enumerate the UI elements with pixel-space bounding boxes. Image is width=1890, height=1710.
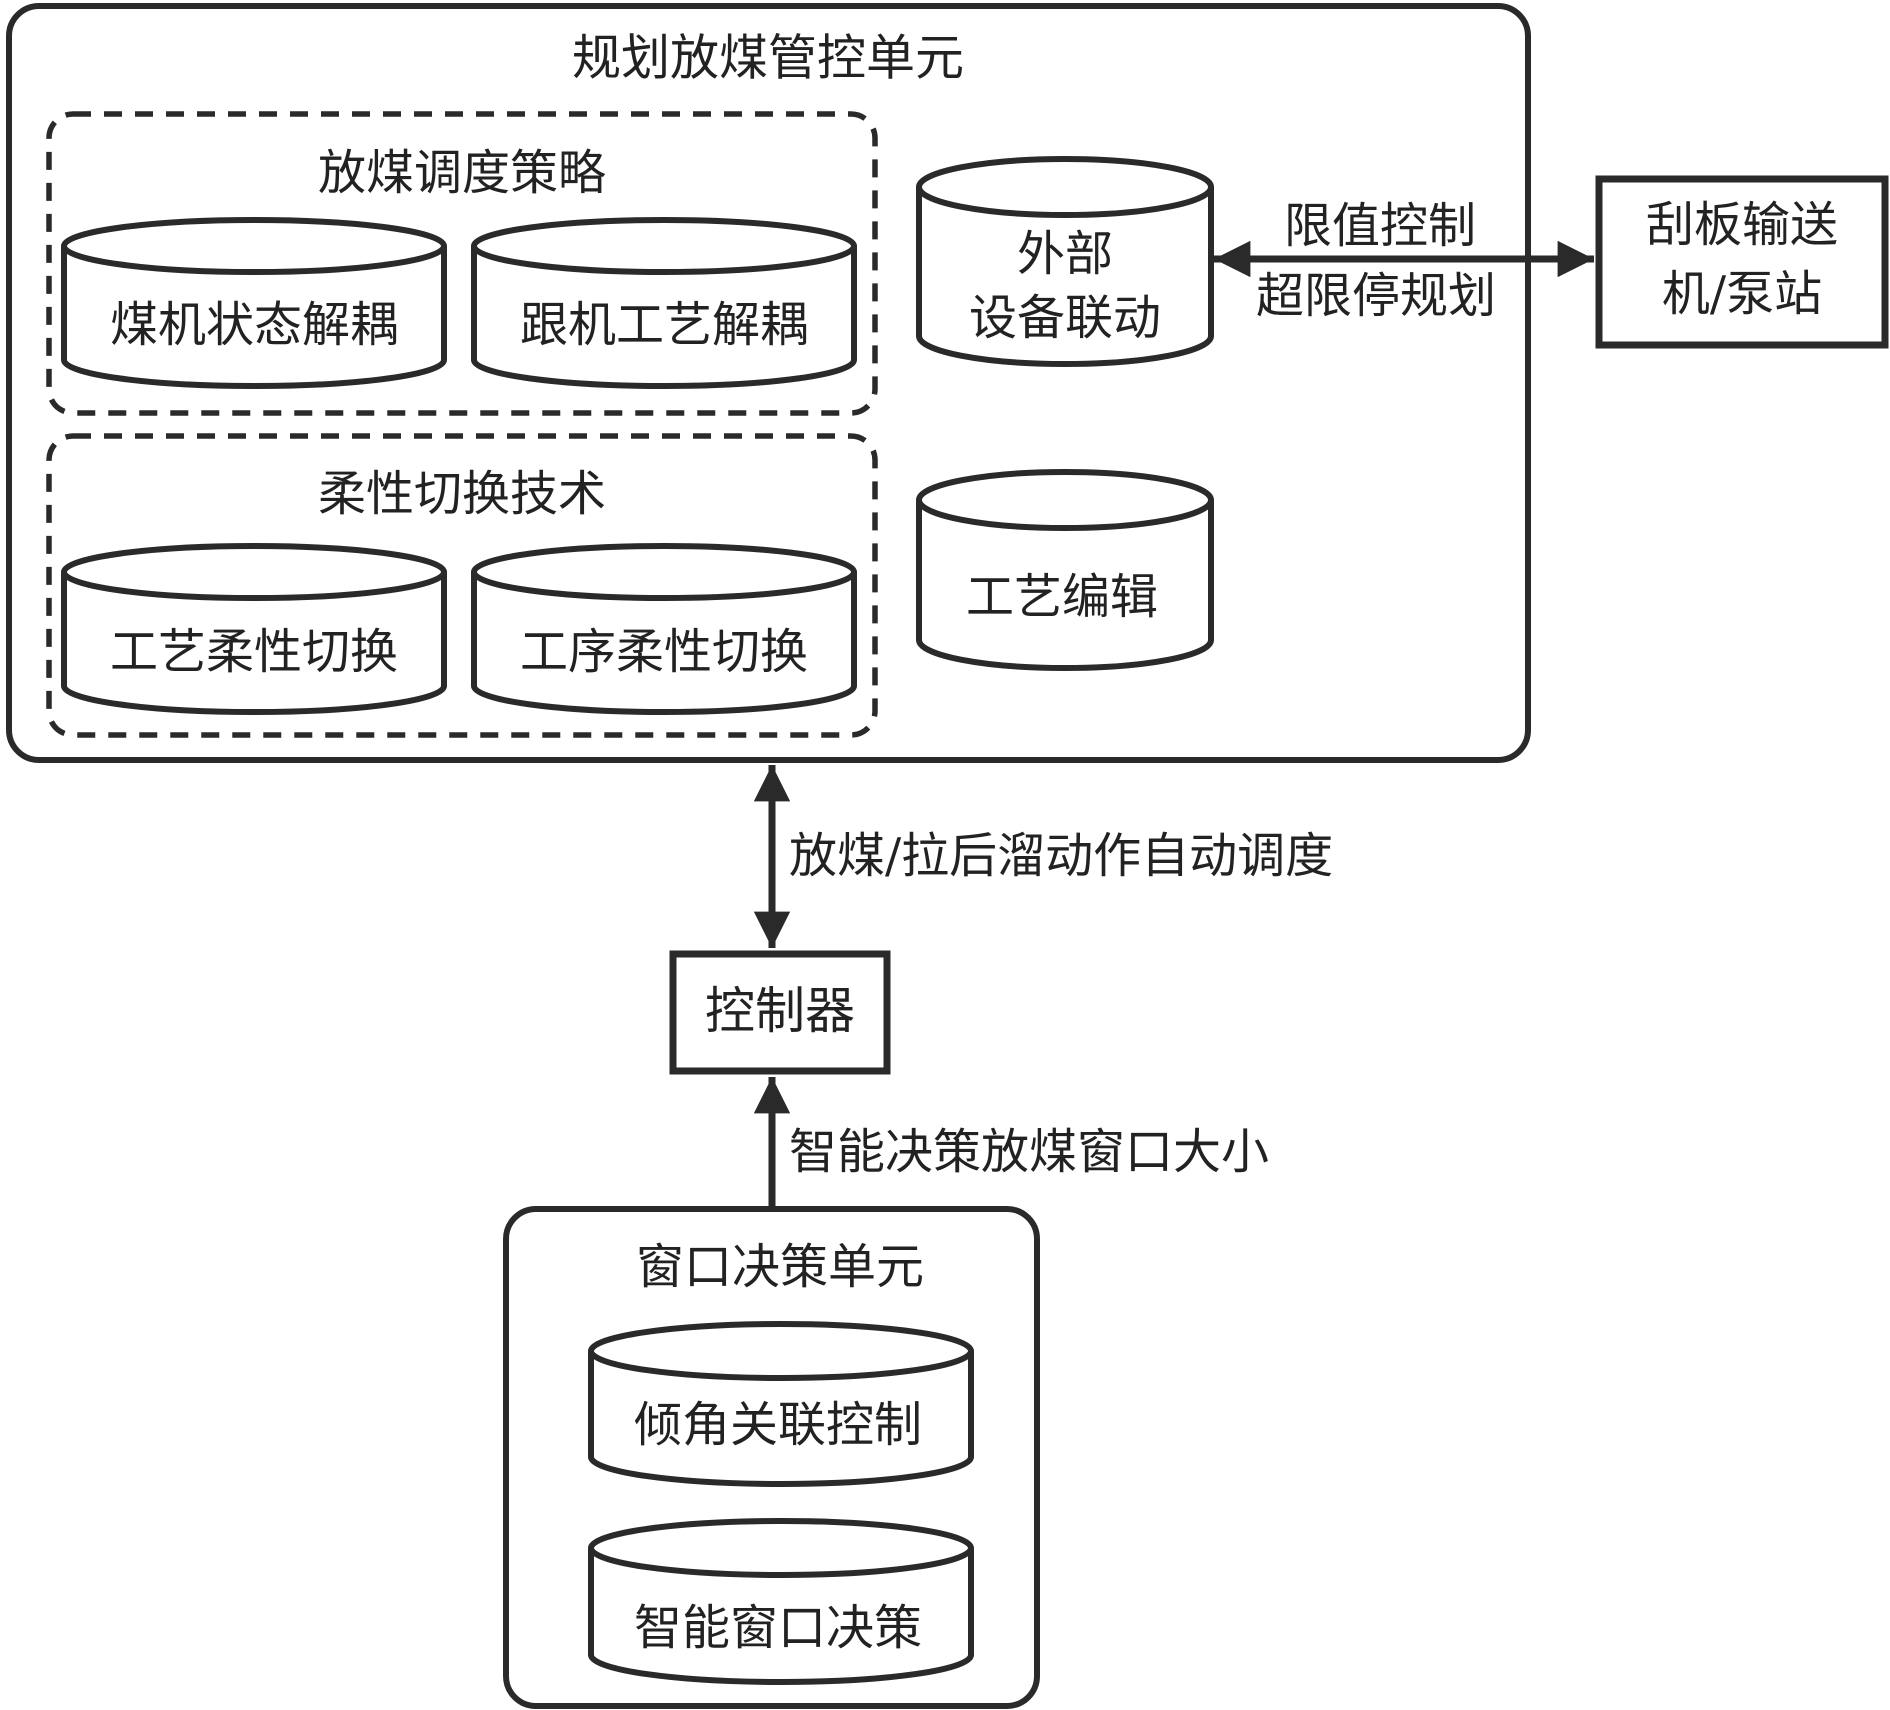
module-label: 工艺编辑 bbox=[966, 569, 1158, 625]
dispatch-strategy-title: 放煤调度策略 bbox=[318, 145, 606, 201]
flexible-switching-group: 柔性切换技术 工艺柔性切换 工序柔性切换 bbox=[46, 433, 878, 738]
dispatch-strategy-group: 放煤调度策略 煤机状态解耦 跟机工艺解耦 bbox=[46, 111, 878, 416]
planning-unit: 规划放煤管控单元 放煤调度策略 煤机状态解耦 跟机工艺解耦 柔性切换技术 bbox=[6, 3, 1531, 763]
module-intelligent-window-decision[interactable]: 智能窗口决策 bbox=[588, 1518, 974, 1685]
link-planning-controller: 放煤/拉后溜动作自动调度 bbox=[753, 765, 1333, 948]
external-device-border bbox=[1595, 175, 1889, 349]
cylinder-top bbox=[471, 543, 857, 601]
module-label: 煤机状态解耦 bbox=[110, 297, 398, 353]
link-label-overlimit-stop: 超限停规划 bbox=[1256, 268, 1496, 324]
external-device-box[interactable]: 刮板输送 机/泵站 bbox=[1595, 175, 1889, 349]
module-process-editing[interactable]: 工艺编辑 bbox=[916, 469, 1214, 671]
planning-unit-border bbox=[6, 3, 1531, 763]
cylinder-top bbox=[916, 469, 1214, 531]
cylinder-body bbox=[61, 246, 447, 389]
cylinder-body bbox=[471, 246, 857, 389]
module-process-flexible-switching[interactable]: 工艺柔性切换 bbox=[61, 543, 447, 715]
flexible-switching-border bbox=[46, 433, 878, 738]
module-label: 工序柔性切换 bbox=[520, 624, 808, 680]
cylinder-top bbox=[471, 217, 857, 275]
window-decision-unit: 窗口决策单元 倾角关联控制 智能窗口决策 bbox=[503, 1206, 1040, 1709]
cylinder-body bbox=[471, 572, 857, 715]
cylinder-body bbox=[588, 1351, 974, 1487]
cylinder-top bbox=[588, 1518, 974, 1578]
link-label-limit-control: 限值控制 bbox=[1284, 198, 1476, 254]
planning-unit-title: 规划放煤管控单元 bbox=[572, 30, 964, 87]
dispatch-strategy-border bbox=[46, 111, 878, 416]
cylinder-top bbox=[61, 217, 447, 275]
controller-label: 控制器 bbox=[705, 982, 855, 1040]
module-label-line-1: 外部 bbox=[1017, 226, 1113, 282]
module-label: 智能窗口决策 bbox=[634, 1600, 922, 1656]
module-label-line-2: 设备联动 bbox=[969, 290, 1161, 346]
cylinder-body bbox=[916, 500, 1214, 671]
cylinder-body bbox=[588, 1548, 974, 1685]
flexible-switching-title: 柔性切换技术 bbox=[318, 466, 606, 522]
cylinder-top bbox=[916, 156, 1214, 218]
link-window-controller: 智能决策放煤窗口大小 bbox=[753, 1077, 1269, 1210]
controller-border bbox=[669, 950, 891, 1075]
link-label-window-size: 智能决策放煤窗口大小 bbox=[789, 1124, 1269, 1180]
cylinder-top bbox=[588, 1321, 974, 1381]
module-coal-machine-decoupling[interactable]: 煤机状态解耦 bbox=[61, 217, 447, 389]
window-unit-title: 窗口决策单元 bbox=[636, 1239, 924, 1295]
controller-box[interactable]: 控制器 bbox=[669, 950, 891, 1075]
window-unit-border bbox=[503, 1206, 1040, 1709]
module-external-device-linkage[interactable]: 外部 设备联动 bbox=[916, 156, 1214, 367]
cylinder-body bbox=[916, 187, 1214, 367]
module-procedure-flexible-switching[interactable]: 工序柔性切换 bbox=[471, 543, 857, 715]
module-follow-process-decoupling[interactable]: 跟机工艺解耦 bbox=[471, 217, 857, 389]
link-label-auto-dispatch: 放煤/拉后溜动作自动调度 bbox=[789, 828, 1333, 884]
module-tilt-angle-control[interactable]: 倾角关联控制 bbox=[588, 1321, 974, 1487]
external-device-label-line-2: 机/泵站 bbox=[1662, 266, 1822, 322]
external-device-label-line-1: 刮板输送 bbox=[1646, 197, 1838, 253]
cylinder-top bbox=[61, 543, 447, 601]
module-label: 跟机工艺解耦 bbox=[520, 297, 808, 353]
module-label: 倾角关联控制 bbox=[634, 1397, 922, 1453]
link-external-device: 限值控制 超限停规划 bbox=[1214, 198, 1594, 324]
cylinder-body bbox=[61, 572, 447, 715]
module-label: 工艺柔性切换 bbox=[110, 624, 398, 680]
